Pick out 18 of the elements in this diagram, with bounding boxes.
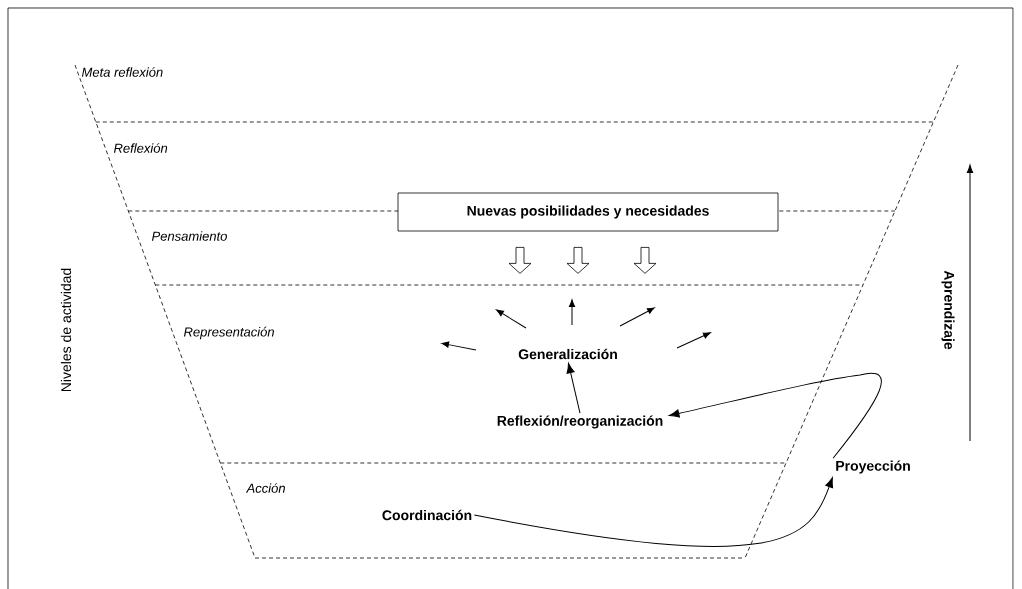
axis-label: Aprendizaje [941,270,955,350]
stage-label: Generalización [518,348,617,360]
text-box: Nuevas posibilidades y necesidades [397,192,779,232]
level-label: Representación [183,326,274,340]
arrow [566,362,581,414]
stage-label: Reflexión/reorganización [497,415,663,429]
level-label: Acción [245,483,285,493]
hollow-arrow [508,247,532,274]
stage-label: Proyección [836,460,910,474]
hollow-arrow [566,247,590,274]
hollow-arrow [633,247,657,274]
arrow [473,477,834,547]
axis-label: Niveles de actividad [60,268,72,392]
level-label: Reflexión [113,143,168,153]
stage-label: Coordinación [382,509,472,521]
level-label: Meta reflexión [81,67,163,77]
arrow [668,372,882,459]
level-label: Pensamiento [151,231,227,241]
